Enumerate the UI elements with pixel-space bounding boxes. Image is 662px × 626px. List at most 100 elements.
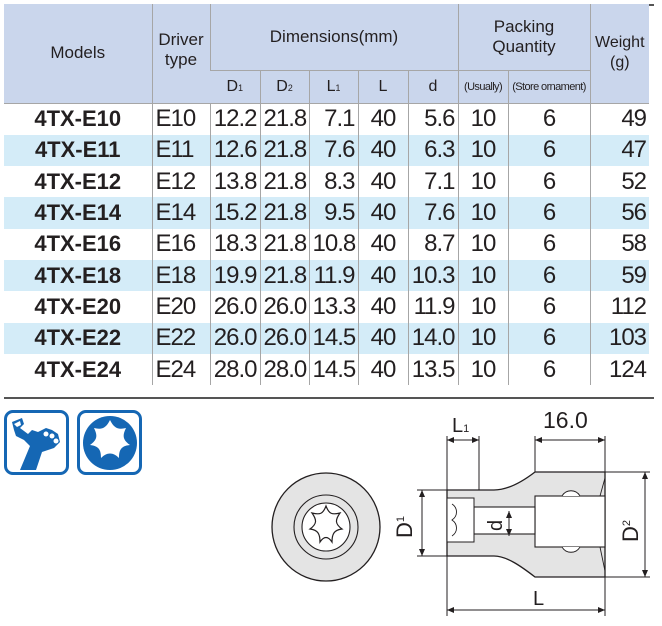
cell-d: 11.9	[407, 291, 459, 323]
table-row: 4TX-E24 E24 28.0 28.0 14.5 40 13.5 10 6 …	[4, 353, 650, 386]
svg-text:D1: D1	[392, 516, 417, 538]
cell-d: 6.3	[407, 134, 459, 167]
header-l1: L1	[308, 70, 358, 104]
cell-store: 6	[507, 291, 591, 323]
cell-store: 6	[507, 197, 591, 229]
cell-model: 4TX-E22	[4, 322, 152, 354]
cell-driver: E20	[151, 291, 210, 323]
cell-l: 40	[357, 103, 408, 135]
table-row: 4TX-E10 E10 12.2 21.8 7.1 40 5.6 10 6 49	[4, 103, 650, 135]
label-l: L	[533, 588, 544, 610]
cell-l: 40	[357, 166, 408, 198]
hand-wrench-icon	[4, 410, 69, 475]
cell-d1: 28.0	[209, 353, 260, 386]
cell-model: 4TX-E14	[4, 197, 152, 229]
cell-store: 6	[507, 103, 591, 135]
header-d: d	[407, 70, 459, 104]
cell-l: 40	[357, 134, 408, 167]
cell-l1: 9.5	[308, 197, 358, 229]
cell-d1: 26.0	[209, 291, 260, 323]
cell-store: 6	[507, 259, 591, 292]
cell-d2: 21.8	[259, 134, 309, 167]
cell-model: 4TX-E18	[4, 259, 152, 292]
torx-star-icon	[77, 410, 142, 475]
cell-driver: E24	[151, 353, 210, 386]
cell-model: 4TX-E20	[34, 293, 122, 319]
cell-d2: 26.0	[259, 291, 309, 323]
cell-usually: 10	[457, 353, 509, 386]
svg-text:d: d	[485, 520, 507, 531]
cell-usually: 10	[457, 291, 509, 323]
cell-model: 4TX-E24	[34, 356, 122, 382]
header-l: L	[357, 70, 408, 104]
cell-l: 40	[357, 228, 408, 260]
cell-weight: 49	[589, 103, 650, 135]
cell-d1: 19.9	[209, 259, 260, 292]
header-models: Models	[4, 4, 152, 104]
header-d2: D2	[259, 70, 309, 104]
cell-d2: 26.0	[259, 322, 309, 354]
cell-weight: 56	[589, 197, 650, 229]
cell-d1: 12.2	[209, 103, 260, 135]
cell-usually: 10	[457, 228, 509, 260]
cell-driver: E18	[151, 259, 210, 292]
cell-l: 40	[357, 291, 408, 323]
cell-usually: 10	[457, 166, 509, 198]
cell-d: 7.1	[407, 166, 459, 198]
table-row: 4TX-E12 E12 13.8 21.8 8.3 40 7.1 10 6 52	[4, 166, 650, 198]
table-bottom-rule	[4, 397, 654, 399]
cell-driver: E10	[151, 103, 210, 135]
cell-driver: E11	[151, 134, 210, 167]
cell-d1: 15.2	[209, 197, 260, 229]
cell-l1: 8.3	[308, 166, 358, 198]
cell-usually: 10	[457, 103, 509, 135]
socket-dimension-diagram: L1 16.0 L D1 d D2	[271, 407, 650, 616]
cell-store: 6	[507, 322, 591, 354]
cell-d: 8.7	[407, 228, 459, 260]
cell-l1: 14.5	[308, 353, 358, 386]
cell-driver: E14	[151, 197, 210, 229]
header-weight: Weight(g)	[589, 4, 650, 104]
cell-weight: 112	[589, 291, 650, 323]
cell-d2: 21.8	[259, 166, 309, 198]
cell-l1: 13.3	[308, 291, 358, 323]
cell-driver: E22	[151, 322, 210, 354]
cell-model: 4TX-E10	[34, 106, 122, 132]
cell-weight: 52	[589, 166, 650, 198]
socket-front-view	[271, 472, 381, 582]
cell-d: 7.6	[407, 197, 459, 229]
cell-l: 40	[357, 259, 408, 292]
cell-weight: 103	[589, 322, 650, 354]
table-row: 4TX-E14 E14 15.2 21.8 9.5 40 7.6 10 6 56	[4, 197, 650, 229]
cell-d1: 18.3	[209, 228, 260, 260]
cell-store: 6	[507, 166, 591, 198]
cell-weight: 59	[589, 259, 650, 292]
usage-icons	[4, 410, 142, 475]
label-d2: D2	[618, 520, 643, 542]
cell-d2: 21.8	[259, 103, 309, 135]
label-l1: L1	[452, 415, 469, 437]
cell-usually: 10	[457, 322, 509, 354]
cell-model: 4TX-E16	[34, 231, 122, 257]
cell-weight: 58	[589, 228, 650, 260]
cell-l: 40	[357, 322, 408, 354]
socket-side-view	[446, 471, 606, 578]
header-usually: (Usually)	[457, 70, 509, 104]
cell-d: 10.3	[407, 259, 459, 292]
cell-store: 6	[507, 353, 591, 386]
cell-d: 5.6	[407, 103, 459, 135]
label-d1: D1	[392, 516, 417, 538]
cell-l1: 14.5	[308, 322, 358, 354]
cell-d: 14.0	[407, 322, 459, 354]
cell-usually: 10	[457, 259, 509, 292]
header-dimensions: Dimensions(mm)	[209, 4, 459, 71]
cell-store: 6	[507, 228, 591, 260]
header-d1: D1	[210, 70, 260, 104]
cell-d1: 13.8	[209, 166, 260, 198]
table-row: 4TX-E22 E22 26.0 26.0 14.5 40 14.0 10 6 …	[4, 322, 650, 354]
svg-text:D2: D2	[618, 520, 643, 542]
cell-d: 13.5	[407, 353, 459, 386]
cell-d2: 21.8	[259, 197, 309, 229]
